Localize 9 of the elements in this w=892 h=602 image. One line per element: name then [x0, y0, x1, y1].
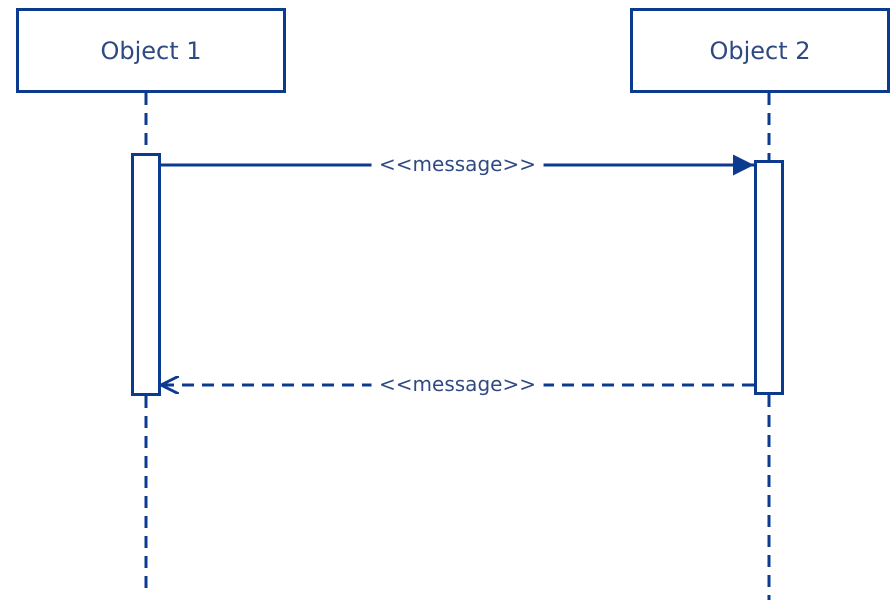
lifeline: [144, 396, 148, 588]
object-box: [630, 8, 890, 93]
activation-bar: [131, 153, 161, 396]
object-name: Object 1: [100, 36, 202, 64]
object-box: [16, 8, 286, 93]
lifeline: [768, 395, 770, 600]
activation-bar: [754, 160, 784, 395]
object-name: Object 2: [709, 36, 811, 64]
lifeline: [768, 93, 770, 160]
